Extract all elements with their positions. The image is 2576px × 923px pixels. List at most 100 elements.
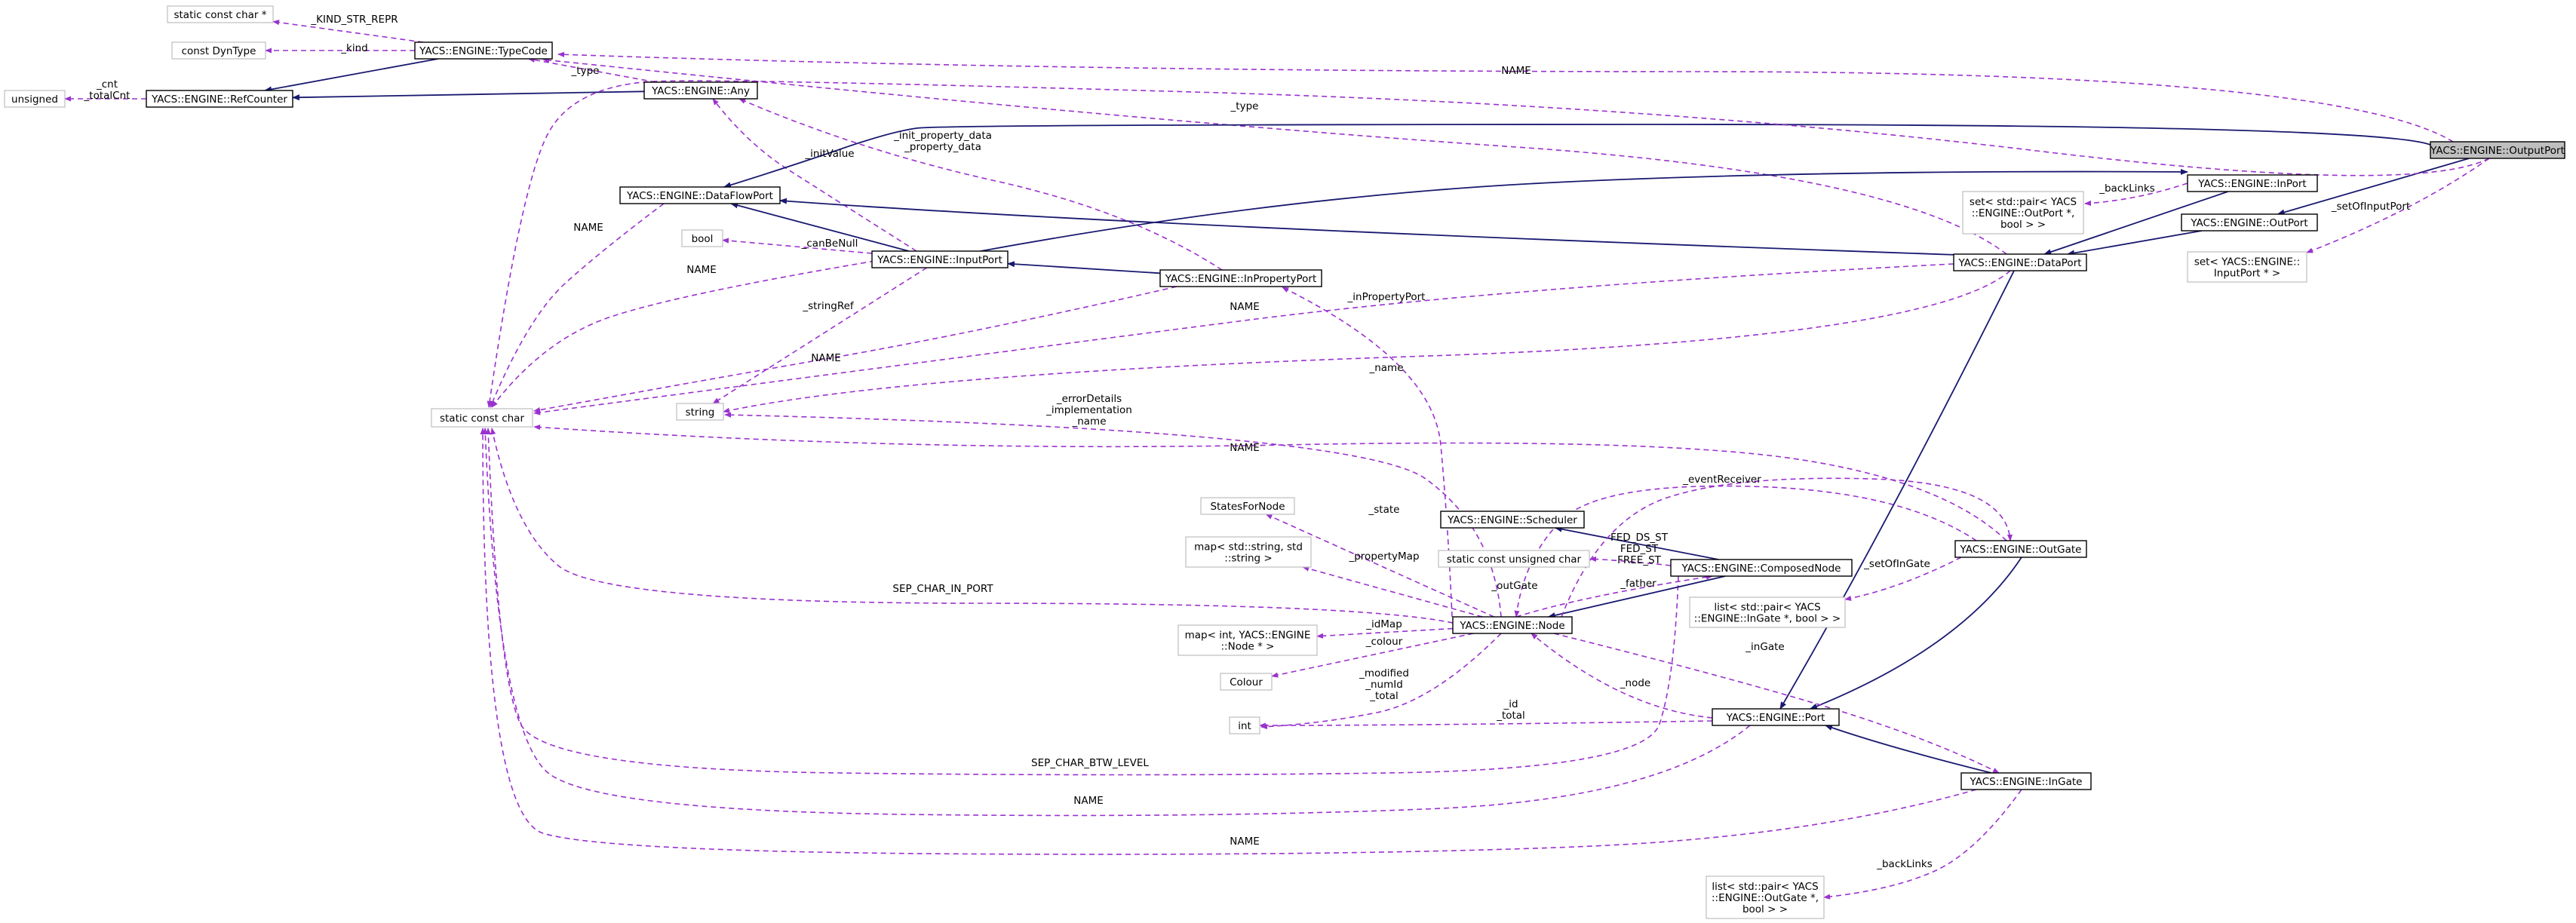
node-dataport[interactable]: YACS::ENGINE::DataPort [1953, 253, 2087, 271]
node-box [2187, 174, 2318, 192]
node-listingate[interactable]: list< std::pair< YACS::ENGINE::InGate *,… [1689, 596, 1846, 628]
edge-composednode-to-staticconstchar [485, 428, 1679, 776]
node-label-line: YACS::ENGINE::Port [1726, 712, 1825, 724]
edge-label-line: NAME [1230, 836, 1260, 848]
node-inport[interactable]: YACS::ENGINE::InPort [2187, 174, 2318, 192]
edge-label-line: _inGate [1745, 641, 1784, 653]
edge-label-node-to-mapstring: _propertyMap [1348, 550, 1419, 563]
edge-composednode-to-staticconstuchar [1589, 556, 1672, 566]
node-box [2181, 213, 2318, 232]
edge-outputport-to-typecode [557, 51, 2454, 143]
node-label: YACS::ENGINE::InPropertyPort [1165, 273, 1317, 285]
edge-label-inpropertyport-to-any: _init_property_data_property_data [893, 130, 992, 153]
node-colour[interactable]: Colour [1220, 673, 1273, 691]
edge-port-to-node [1531, 633, 1713, 719]
node-outputport[interactable]: YACS::ENGINE::OutputPort [2430, 141, 2565, 159]
node-label-line: YACS::ENGINE::InGate [1970, 776, 2083, 788]
edge-label-node-to-colour: _colour [1365, 636, 1403, 648]
node-setinputport[interactable]: set< YACS::ENGINE::InputPort * > [2187, 251, 2307, 283]
node-label: YACS::ENGINE::Port [1726, 712, 1825, 724]
node-setpairoutport[interactable]: set< std::pair< YACS::ENGINE::OutPort *,… [1962, 191, 2084, 235]
node-label-line: YACS::ENGINE::DataFlowPort [626, 190, 773, 202]
node-box [2187, 251, 2307, 283]
edge-label-line: _KIND_STR_REPR [310, 14, 398, 26]
edge-label-node-to-inpropertyport: _inPropertyPort [1347, 291, 1426, 303]
node-ingate[interactable]: YACS::ENGINE::InGate [1960, 772, 2092, 790]
edge-label-line: _total [1369, 690, 1399, 702]
node-constdyntype[interactable]: const DynType [171, 41, 266, 60]
edge-node-to-statesfornode [1265, 514, 1494, 618]
edge-label-node-to-statesfornode: _state [1368, 504, 1400, 516]
node-outgate[interactable]: YACS::ENGINE::OutGate [1954, 540, 2087, 558]
edge-label-line: _eventReceiver [1682, 474, 1761, 486]
edge-outputport-to-outport [2277, 158, 2470, 216]
edge-label-dataport-to-typecode: _type [1230, 100, 1259, 112]
node-label-line: ::Node * > [1221, 641, 1275, 653]
edge-label-line: _canBeNull [801, 238, 858, 250]
edge-label-line: _setOfInGate [1863, 558, 1930, 570]
node-label-line: YACS::ENGINE::DataPort [1957, 257, 2081, 269]
edge-node-to-ingate [1553, 633, 2000, 774]
node-box [1962, 191, 2084, 235]
node-staticconstchar[interactable]: static const char [431, 408, 533, 428]
edge-label-line: _backLinks [1876, 858, 1933, 870]
node-composednode[interactable]: YACS::ENGINE::ComposedNode [1670, 559, 1853, 577]
node-refcounter[interactable]: YACS::ENGINE::RefCounter [146, 90, 293, 108]
node-mapstring[interactable]: map< std::string, std::string > [1185, 536, 1312, 568]
node-bool[interactable]: bool [681, 229, 723, 247]
node-int[interactable]: int [1229, 716, 1260, 734]
node-label: static const unsigned char [1447, 553, 1582, 566]
edge-outgate-to-staticconstchar [533, 424, 2007, 541]
edge-outport-to-dataport [2067, 230, 2203, 256]
edge-label-line: NAME [1073, 795, 1104, 807]
node-port[interactable]: YACS::ENGINE::Port [1712, 708, 1840, 726]
node-box [4, 90, 66, 108]
edge-label-inport-to-setpairoutport: _backLinks [2099, 182, 2155, 195]
edge-ingate-to-listoutgate [1823, 789, 2022, 900]
node-box [146, 90, 293, 108]
edge-node-to-composednode [1515, 574, 1713, 618]
edge-label-line: _father [1620, 578, 1656, 590]
edge-label-node-to-composednode: _father [1620, 578, 1656, 590]
node-mapnode[interactable]: map< int, YACS::ENGINE::Node * > [1177, 624, 1318, 656]
node-listoutgate[interactable]: list< std::pair< YACS::ENGINE::OutGate *… [1706, 875, 1825, 919]
edge-label-line: NAME [811, 352, 841, 364]
node-label: bool [692, 233, 714, 245]
edge-inport-to-setpairoutport [2084, 182, 2188, 207]
node-label-line: YACS::ENGINE::Scheduler [1447, 514, 1577, 526]
node-staticconstuchar[interactable]: static const unsigned char [1438, 550, 1590, 568]
node-any[interactable]: YACS::ENGINE::Any [643, 81, 758, 100]
node-node[interactable]: YACS::ENGINE::Node [1452, 616, 1573, 634]
edge-label-line: _property_data [904, 141, 981, 153]
edge-label-line: NAME [1230, 301, 1260, 313]
node-box [1220, 673, 1273, 691]
node-staticconstcharptr[interactable]: static const char * [167, 5, 274, 23]
node-label: YACS::ENGINE::RefCounter [151, 94, 287, 106]
node-string[interactable]: string [676, 403, 724, 421]
node-box [1706, 875, 1825, 919]
node-label-line: const DynType [182, 45, 256, 57]
edge-label-ingate-to-staticconstchar: NAME [1230, 836, 1260, 848]
node-label-line: ::string > [1224, 553, 1272, 565]
edge-ingate-to-port [1825, 725, 1992, 774]
edges-layer [64, 20, 2490, 900]
node-unsigned[interactable]: unsigned [4, 90, 66, 108]
node-statesfornode[interactable]: StatesForNode [1200, 497, 1295, 515]
node-label: map< std::string, std::string > [1194, 541, 1303, 565]
node-label: static const char [440, 412, 524, 425]
node-box [1440, 511, 1585, 529]
node-dataflowport[interactable]: YACS::ENGINE::DataFlowPort [619, 186, 781, 204]
node-box [167, 5, 274, 23]
node-label-line: ::ENGINE::InGate *, bool > > [1694, 613, 1841, 625]
node-inputport[interactable]: YACS::ENGINE::InputPort [871, 250, 1009, 268]
edge-label-line: FREE_ST [1617, 554, 1662, 566]
node-outport[interactable]: YACS::ENGINE::OutPort [2181, 213, 2318, 232]
edge-port-to-int [1259, 720, 1713, 728]
node-typecode[interactable]: YACS::ENGINE::TypeCode [414, 41, 553, 60]
edge-label-line: _name [1368, 362, 1403, 374]
node-label: unsigned [11, 94, 58, 106]
node-inpropertyport[interactable]: YACS::ENGINE::InPropertyPort [1159, 269, 1322, 287]
node-label-line: YACS::ENGINE::TypeCode [419, 45, 548, 57]
node-scheduler[interactable]: YACS::ENGINE::Scheduler [1440, 511, 1585, 529]
